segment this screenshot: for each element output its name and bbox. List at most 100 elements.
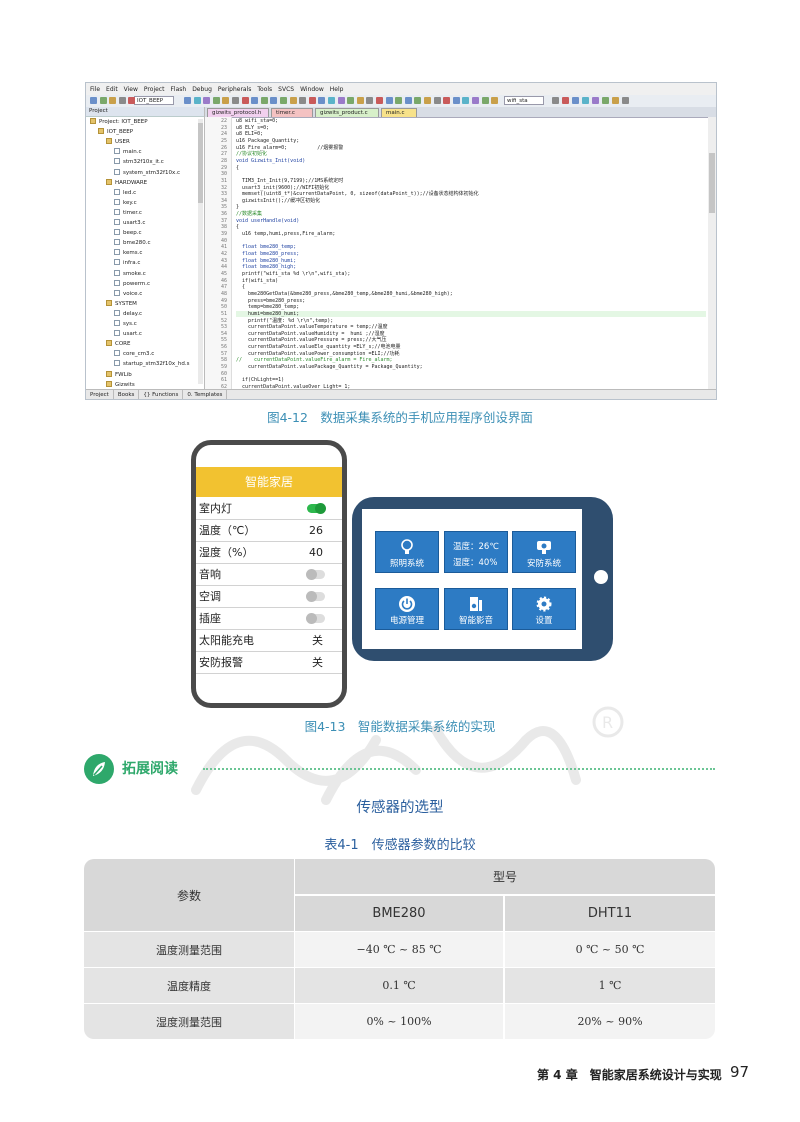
toolbar-button[interactable] xyxy=(260,97,268,104)
code-line[interactable]: press=bme280_press; xyxy=(236,297,306,304)
code-line[interactable]: currentDataPoint.valueTemperature = temp… xyxy=(236,324,388,331)
menu-item[interactable]: Debug xyxy=(192,85,212,93)
code-line[interactable]: bme280GetData(&bme280_press,&bme280_temp… xyxy=(236,290,453,297)
toolbar-button[interactable] xyxy=(241,97,249,104)
target-select[interactable]: IOT_BEEP xyxy=(134,96,174,105)
toolbar-button[interactable] xyxy=(203,97,211,104)
tree-item[interactable]: usart.c xyxy=(114,330,142,339)
code-line[interactable]: //数据采集 xyxy=(236,211,263,218)
toolbar-button[interactable] xyxy=(251,97,259,104)
toolbar-button[interactable] xyxy=(443,97,451,104)
toolbar-button[interactable] xyxy=(299,97,307,104)
toolbar-button[interactable] xyxy=(491,97,499,104)
tile-speaker[interactable]: 智能影音 xyxy=(444,588,508,630)
tile-power[interactable]: 电源管理 xyxy=(375,588,439,630)
toolbar-button[interactable] xyxy=(308,97,316,104)
code-line[interactable]: u16 Fire_alarm=0; //烟雾报警 xyxy=(236,144,344,151)
toolbar-button[interactable] xyxy=(376,97,383,104)
code-line[interactable]: { xyxy=(236,164,240,171)
toolbar-button[interactable] xyxy=(385,97,393,104)
tree-item[interactable]: system_stm32f10x.c xyxy=(114,168,180,178)
menu-item[interactable]: SVCS xyxy=(278,85,295,93)
project-scrollbar[interactable] xyxy=(198,119,203,384)
code-line[interactable]: if(wifi_sta) xyxy=(236,277,279,284)
code-line[interactable]: temp=bme280_temp; xyxy=(236,304,300,311)
toolbar-button[interactable] xyxy=(592,97,599,104)
code-line[interactable]: u8 ELI=0; xyxy=(236,131,264,138)
tree-item[interactable]: key.c xyxy=(114,198,137,208)
editor-scrollbar[interactable] xyxy=(708,117,716,389)
tree-item[interactable]: Gizwits xyxy=(106,380,135,390)
menu-item[interactable]: Tools xyxy=(257,85,273,93)
toolbar-button[interactable] xyxy=(232,97,239,104)
toolbar-button[interactable] xyxy=(222,97,230,104)
tree-item[interactable]: kems.c xyxy=(114,249,142,258)
tree-item[interactable]: HARDWARE xyxy=(106,178,147,188)
function-field[interactable]: wifi_sta xyxy=(504,96,544,105)
menu-item[interactable]: Help xyxy=(329,85,344,93)
toolbar-button[interactable] xyxy=(582,97,589,104)
toggle-switch[interactable] xyxy=(306,591,325,602)
code-line[interactable]: currentDataPoint.valuePressure = press;/… xyxy=(236,337,387,344)
toolbar-button[interactable] xyxy=(472,97,479,104)
code-line[interactable]: currentDataPoint.valuePower_consumption … xyxy=(236,350,400,357)
toolbar-button[interactable] xyxy=(90,97,97,104)
code-line[interactable]: { xyxy=(236,224,240,231)
toolbar-button[interactable] xyxy=(318,97,326,104)
code-line[interactable]: float bme280_press; xyxy=(236,251,300,257)
tree-item[interactable]: Project: IOT_BEEP xyxy=(90,118,148,127)
menu-item[interactable]: View xyxy=(123,85,138,93)
phone-row[interactable]: 安防报警关 xyxy=(196,652,342,674)
tile-camera[interactable]: 安防系统 xyxy=(512,531,576,573)
tablet-home-button[interactable] xyxy=(594,570,608,584)
toolbar-button[interactable] xyxy=(99,97,107,104)
file-tab[interactable]: main.c xyxy=(381,108,417,117)
toolbar-button[interactable] xyxy=(109,97,117,104)
toolbar-button[interactable] xyxy=(356,97,364,104)
menu-item[interactable]: Flash xyxy=(170,85,187,93)
code-line[interactable]: currentDataPoint.valuePackage_Quantity =… xyxy=(236,364,423,371)
code-line[interactable]: } xyxy=(236,204,240,211)
phone-row[interactable]: 太阳能充电关 xyxy=(196,630,342,652)
code-line[interactable]: u16 Package_Quantity; xyxy=(236,137,300,144)
code-line[interactable]: currentDataPoint.valueOver_Light= 1; xyxy=(236,384,351,389)
toolbar-button[interactable] xyxy=(366,97,374,104)
tree-item[interactable]: stm32f10x_it.c xyxy=(114,158,164,167)
tree-item[interactable]: core_cm3.c xyxy=(114,350,154,359)
phone-row[interactable]: 空调 xyxy=(196,586,342,608)
tree-item[interactable]: FWLib xyxy=(106,370,132,380)
toolbar-button[interactable] xyxy=(414,97,422,104)
code-line[interactable]: usart3_init(9600);//WIFI初始化 xyxy=(236,184,330,191)
code-line[interactable]: printf("wifi_sta %d \r\n",wifi_sta); xyxy=(236,270,351,277)
tree-item[interactable]: beep.c xyxy=(114,229,142,238)
code-line[interactable]: if(ChLight==1) xyxy=(236,377,285,384)
toolbar-button[interactable] xyxy=(572,97,579,104)
tree-item[interactable]: IOT_BEEP xyxy=(98,128,133,137)
toolbar-button[interactable] xyxy=(347,97,355,104)
phone-row[interactable]: 室内灯 xyxy=(196,498,342,520)
toolbar-button[interactable] xyxy=(289,97,297,104)
tree-item[interactable]: main.c xyxy=(114,148,142,157)
file-tab[interactable]: timer.c xyxy=(271,108,313,117)
toolbar-button[interactable] xyxy=(270,97,278,104)
tree-item[interactable]: SYSTEM xyxy=(106,299,137,309)
toolbar-button[interactable] xyxy=(280,97,287,104)
toggle-switch[interactable] xyxy=(306,613,325,624)
code-line[interactable]: { xyxy=(236,284,246,291)
tree-item[interactable]: infra.c xyxy=(114,259,140,268)
tile-gear[interactable]: 设置 xyxy=(512,588,576,630)
code-line[interactable]: u8 ELY_s=0; xyxy=(236,124,270,131)
menu-item[interactable]: Edit xyxy=(106,85,118,93)
code-line[interactable]: u8 wifi_sta=0; xyxy=(236,118,279,124)
code-line[interactable]: float bme280_high; xyxy=(236,264,297,271)
tree-item[interactable]: powerm.c xyxy=(114,279,150,289)
toolbar-button[interactable] xyxy=(602,97,609,104)
code-line[interactable]: float bme280_humi; xyxy=(236,257,297,264)
toolbar-button[interactable] xyxy=(337,97,345,104)
panel-tab[interactable]: 0. Templates xyxy=(183,390,228,399)
tree-item[interactable]: voice.c xyxy=(114,289,142,299)
toolbar-button[interactable] xyxy=(118,97,126,104)
tree-item[interactable]: CORE xyxy=(106,340,130,349)
